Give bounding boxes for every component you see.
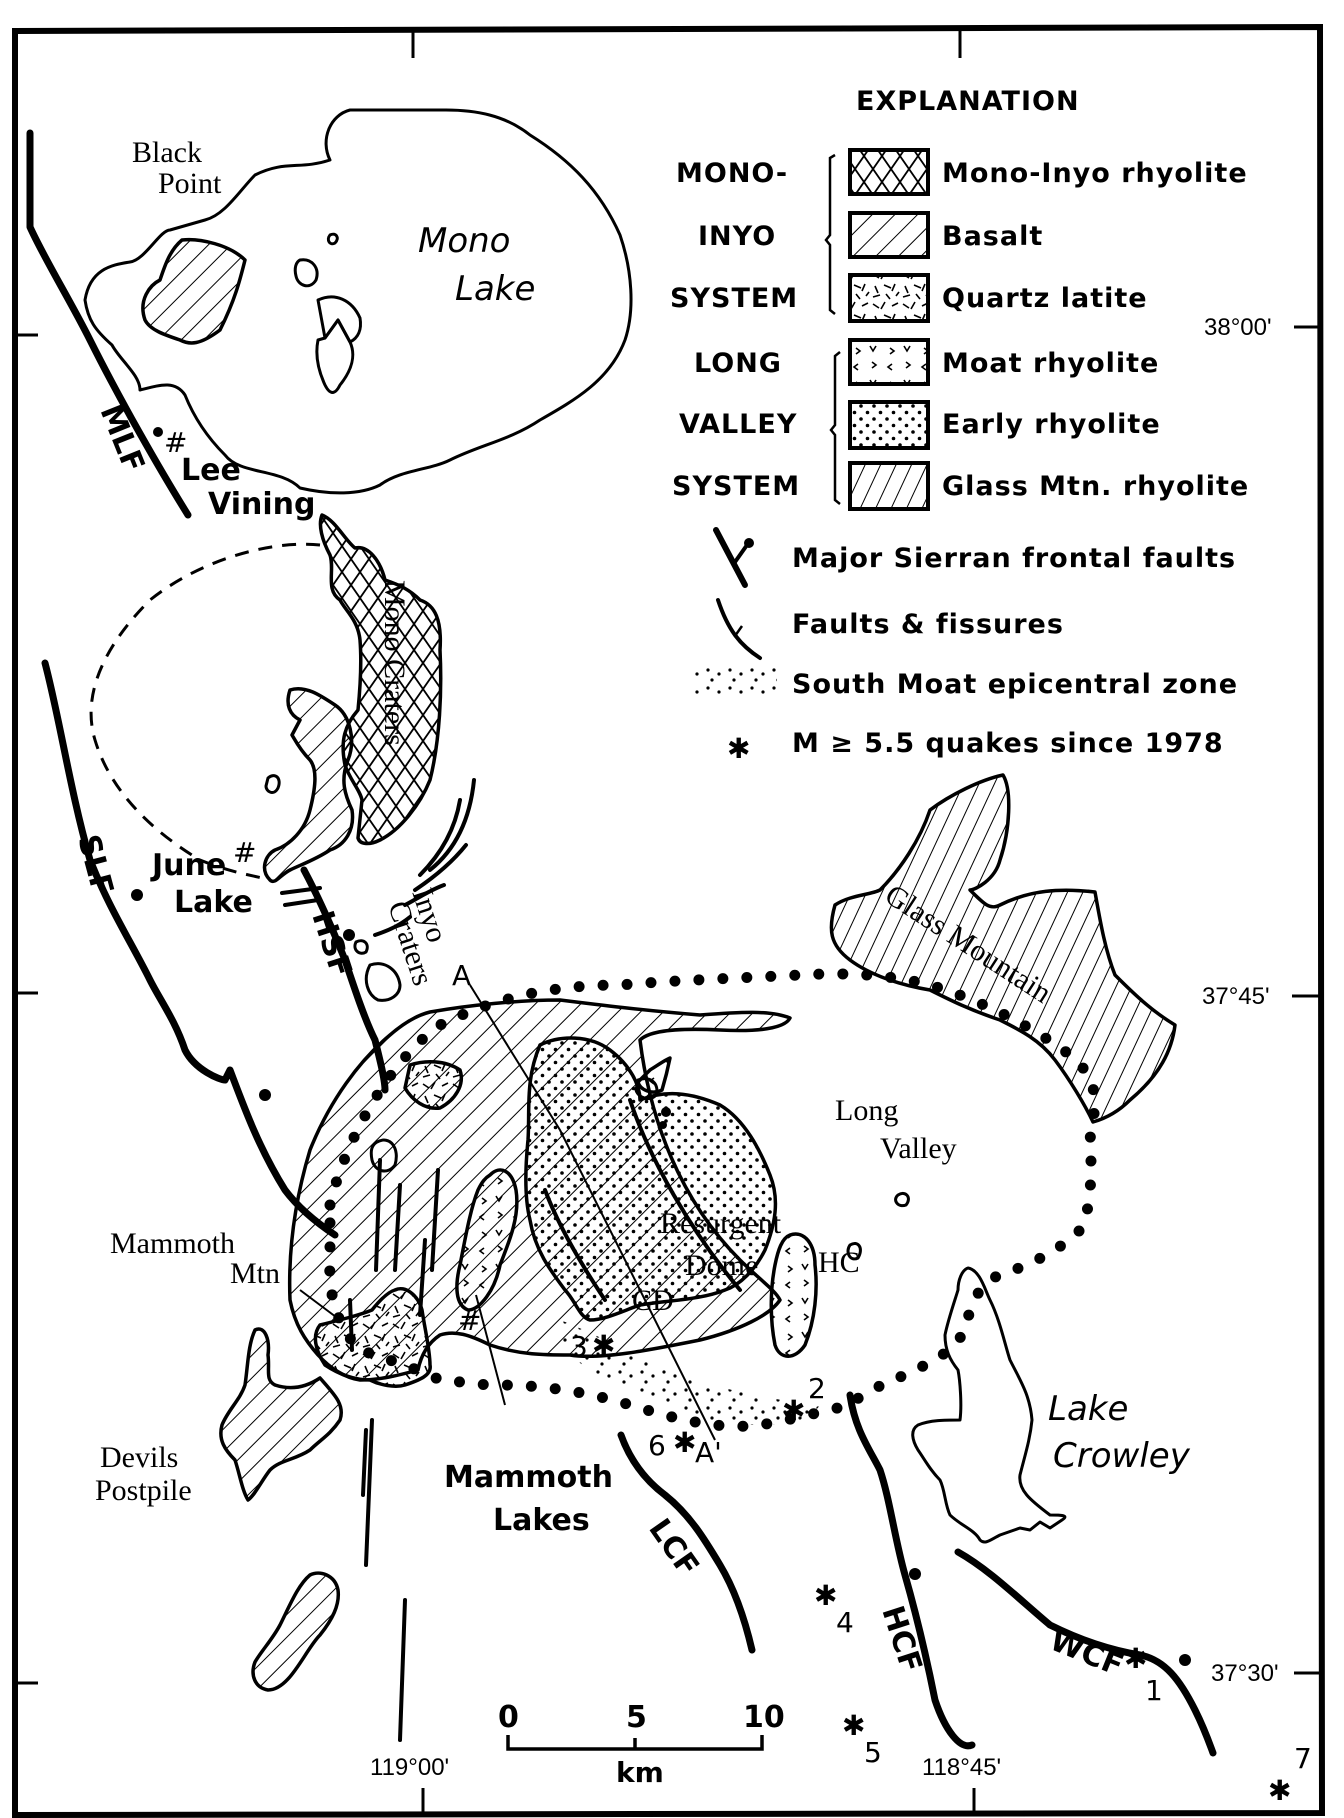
label-long-valley-2: Valley [880, 1132, 957, 1165]
place-labels: Black Point Mono Lake # Lee Vining Mono … [95, 136, 1191, 1538]
coord-lat-37-30: 37°30' [1211, 1660, 1279, 1687]
legend-symbol-3: South Moat epicentral zone [792, 669, 1238, 700]
quake-label-7: 7 [1294, 1742, 1312, 1775]
map-frame [12, 23, 1326, 1818]
label-lake-crowley-1: Lake [1048, 1389, 1128, 1429]
legend-unit-6: Glass Mtn. rhyolite [942, 471, 1249, 502]
label-mammoth-mtn-1: Mammoth [110, 1227, 235, 1260]
label-hc: HC [818, 1246, 860, 1279]
scale-tick-0: 0 [498, 1700, 519, 1735]
coordinate-labels: 38°00' 37°45' 37°30' 119°00' 118°45' [370, 314, 1279, 1781]
label-wcf: WCF [1045, 1623, 1128, 1684]
major-faults [26, 129, 1217, 1757]
label-slf: SLF [70, 831, 120, 899]
legend-group-1-line-2: INYO [698, 221, 776, 252]
label-cd: CD [632, 1284, 674, 1317]
label-mono-craters: Mono Craters [378, 580, 411, 746]
asterisk-icon: ✱ [1268, 1774, 1291, 1807]
asterisk-icon: ✱ [842, 1709, 865, 1742]
section-end-label: A' [695, 1436, 722, 1469]
vent-symbol-icon: # [164, 426, 187, 459]
label-black-point-2: Point [158, 167, 222, 200]
swatch-glass-mtn-rhyolite [848, 461, 930, 511]
fault-icon [716, 598, 762, 660]
asterisk-icon: ✱ [673, 1426, 696, 1459]
asterisk-icon: ✱ [814, 1579, 837, 1612]
quake-label-3: 3 [570, 1330, 588, 1363]
label-mammoth-lakes-1: Mammoth [444, 1460, 613, 1495]
legend-group-1-line-1: MONO- [676, 158, 788, 189]
south-moat-epicentral-zone [560, 1320, 820, 1425]
legend-unit-2: Basalt [942, 221, 1043, 252]
legend: EXPLANATION MONO- INYO SYSTEM LONG VALLE… [670, 86, 1249, 765]
legend-symbol-2: Faults & fissures [792, 609, 1064, 640]
label-hsf: HSF [304, 907, 358, 982]
caldera-units [219, 998, 910, 1742]
coord-lat-38-00: 38°00' [1204, 314, 1272, 341]
coord-lon-118-45: 118°45' [922, 1754, 1001, 1781]
cross-section-line: A A' [452, 959, 722, 1469]
legend-symbol-1: Major Sierran frontal faults [792, 543, 1236, 574]
scale-tick-10: 10 [743, 1700, 785, 1735]
mono-craters [89, 513, 443, 883]
label-mono-lake-2: Lake [455, 269, 535, 309]
scale-unit: km [616, 1756, 664, 1789]
vent-symbol-icon: # [458, 1304, 481, 1337]
coord-lon-119-00: 119°00' [370, 1754, 449, 1781]
major-fault-icon [713, 527, 754, 588]
label-lee-vining-2: Vining [208, 487, 315, 522]
label-june-lake-1: June [150, 848, 226, 883]
scale-bar: 0 5 10 km [498, 1700, 785, 1789]
swatch-early-rhyolite [848, 400, 930, 450]
coord-lat-37-45: 37°45' [1202, 983, 1270, 1010]
glass-mountain [829, 773, 1177, 1124]
legend-unit-5: Early rhyolite [942, 409, 1161, 440]
mono-lake [83, 108, 633, 495]
asterisk-icon: ✱ [592, 1329, 615, 1362]
label-resurgent-dome-1: Resurgent [660, 1207, 782, 1240]
legend-group-1-line-3: SYSTEM [670, 283, 798, 314]
label-hcf: HCF [874, 1602, 928, 1677]
label-lee-vining-1: Lee [181, 453, 241, 488]
asterisk-icon: ✱ [1124, 1642, 1147, 1675]
label-long-valley-1: Long [835, 1094, 898, 1127]
quake-markers: ✱ 1 ✱ 2 ✱ 3 ✱ 4 ✱ 5 ✱ 6 ✱ 7 # [458, 1304, 1312, 1807]
label-devils-postpile-1: Devils [100, 1441, 178, 1474]
legend-unit-1: Mono-Inyo rhyolite [942, 158, 1248, 189]
quake-label-5: 5 [864, 1736, 882, 1769]
quake-label-1: 1 [1145, 1674, 1163, 1707]
swatch-quartz-latite [848, 273, 930, 323]
legend-unit-3: Quartz latite [942, 283, 1148, 314]
legend-group-2-line-2: VALLEY [679, 409, 797, 440]
legend-group-2-line-1: LONG [694, 348, 782, 379]
inyo-fissures [353, 778, 476, 1002]
swatch-moat-rhyolite [848, 338, 930, 386]
swatch-basalt [848, 211, 930, 259]
asterisk-icon: ✱ [727, 732, 750, 765]
label-lake-crowley-2: Crowley [1053, 1436, 1191, 1476]
asterisk-icon: ✱ [782, 1394, 805, 1427]
lake-crowley [911, 1266, 1067, 1544]
label-resurgent-dome-2: Dome [685, 1249, 758, 1282]
label-mono-lake-1: Mono [418, 221, 511, 261]
label-june-lake-2: Lake [174, 885, 253, 920]
quake-label-2: 2 [808, 1372, 826, 1405]
section-start-label: A [452, 959, 471, 992]
quake-label-4: 4 [836, 1606, 854, 1639]
epicentral-dots-icon [695, 666, 777, 694]
vent-symbol-icon: # [233, 836, 256, 869]
caldera-boundary [324, 968, 1101, 1432]
legend-group-2-line-3: SYSTEM [672, 471, 800, 502]
legend-symbol-4: M ≥ 5.5 quakes since 1978 [792, 728, 1224, 759]
label-mammoth-mtn-2: Mtn [230, 1257, 280, 1290]
legend-unit-4: Moat rhyolite [942, 348, 1159, 379]
label-black-point-1: Black [132, 136, 202, 169]
scale-tick-5: 5 [626, 1700, 647, 1735]
label-devils-postpile-2: Postpile [95, 1474, 192, 1507]
label-mammoth-lakes-2: Lakes [493, 1503, 590, 1538]
legend-title: EXPLANATION [856, 86, 1080, 117]
swatch-mono-inyo-rhyolite [848, 148, 930, 196]
quake-label-6: 6 [648, 1429, 666, 1462]
